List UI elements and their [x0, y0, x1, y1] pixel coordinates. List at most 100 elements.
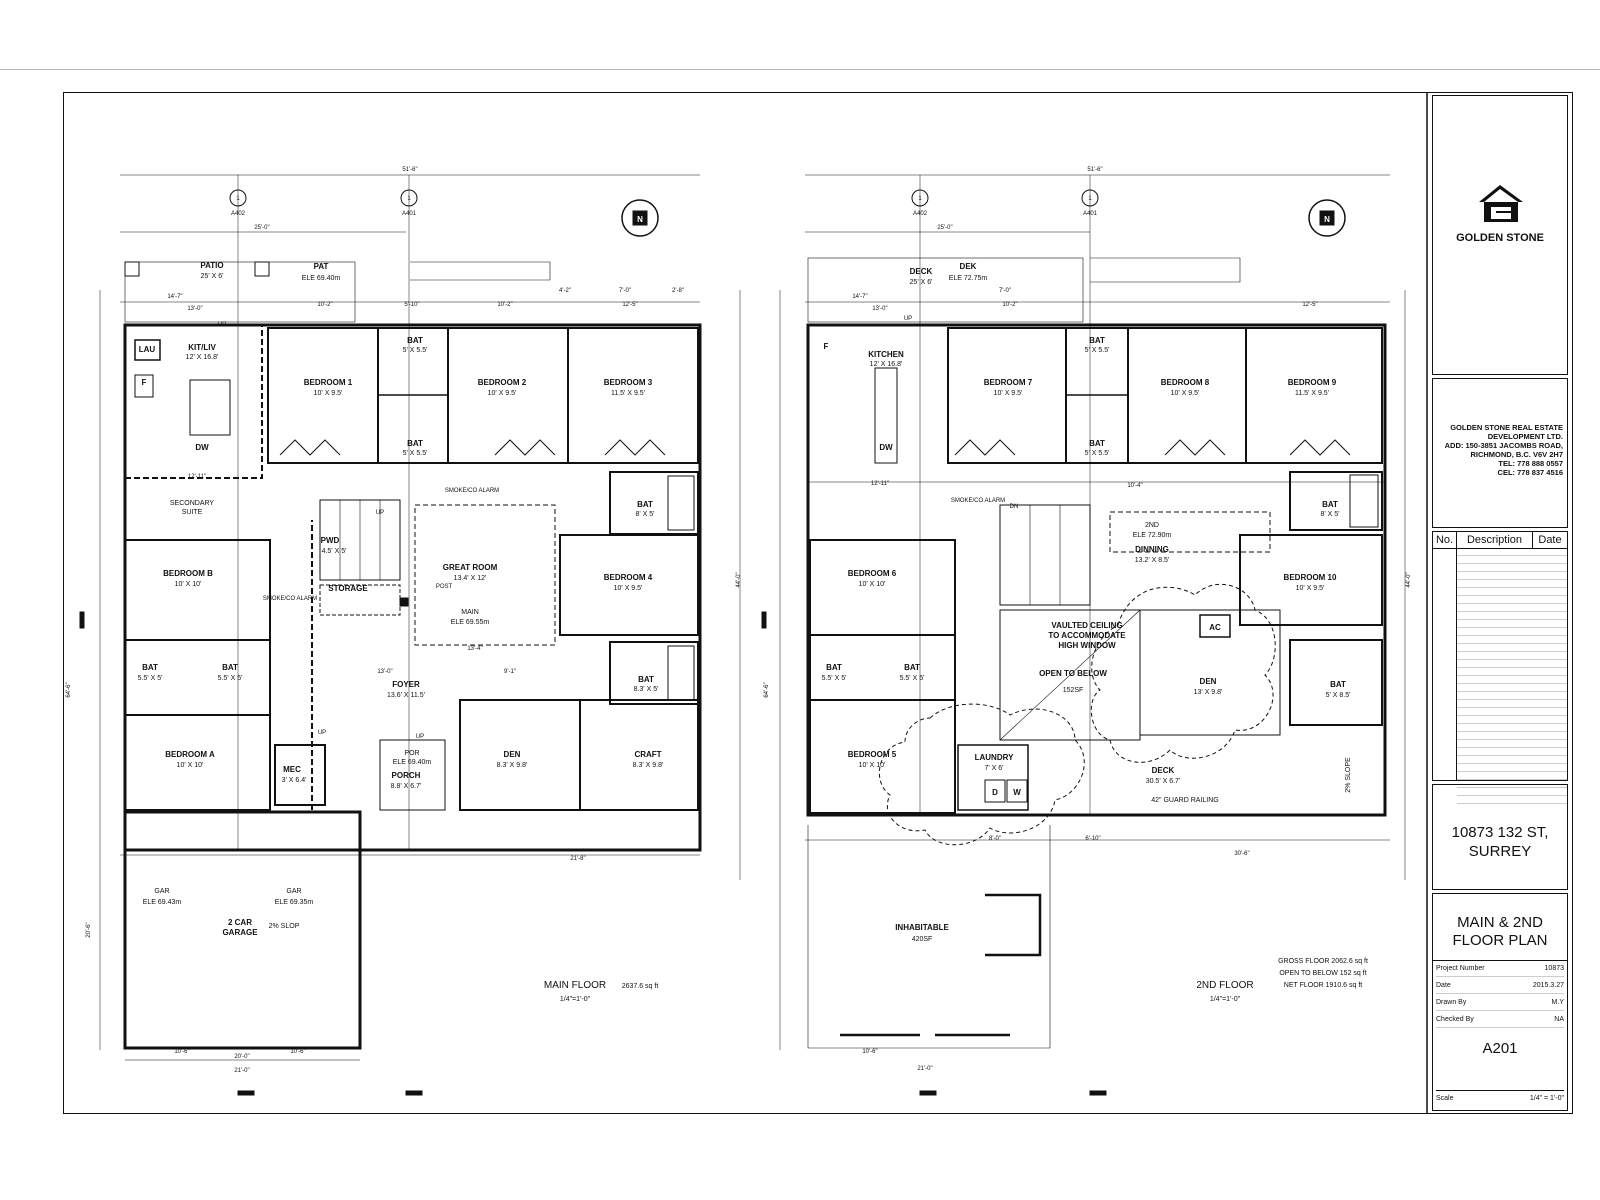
dim-label: 6'-10" — [1085, 836, 1100, 842]
room-dims: ELE 72.75m — [949, 275, 988, 282]
room-name: 2ND — [1145, 522, 1159, 529]
room-name: BEDROOM 5 — [848, 750, 897, 759]
room-dims: 7' X 6' — [984, 765, 1003, 772]
room-dims: 13.4' X 12' — [454, 575, 487, 582]
room-name: DEN — [504, 750, 521, 759]
room-name: 2% SLOP — [269, 923, 300, 930]
project-address: 10873 132 ST, SURREY — [1433, 823, 1567, 861]
dim-label: 7'-0" — [999, 288, 1011, 294]
room-name: LAUNDRY — [975, 753, 1014, 762]
room-dims: 5' X 5.5' — [403, 450, 428, 457]
room-name: BAT — [142, 663, 158, 672]
room-dims: 10' X 10' — [177, 762, 204, 769]
room-dims: 13' X 9.8' — [1194, 689, 1223, 696]
note-up: UP — [416, 734, 424, 740]
room-dims: GARAGE — [222, 928, 258, 937]
room-dims: 13.2' X 8.5' — [1135, 557, 1170, 564]
dim-label: 9'-1" — [504, 669, 516, 675]
note-dn: DN — [1010, 504, 1019, 510]
room-dims: 4.5' X 5' — [322, 548, 347, 555]
room-name: INHABITABLE — [895, 923, 949, 932]
room-name: SECONDARY — [170, 500, 215, 507]
project-address-panel: 10873 132 ST, SURREY — [1432, 784, 1568, 890]
room-dims: 30.5' X 6.7' — [1146, 778, 1181, 785]
dim-label: 30'-6" — [1234, 851, 1249, 857]
meta-drawn-by: Drawn By M.Y — [1436, 995, 1564, 1011]
sheet-title-line: FLOOR PLAN — [1452, 932, 1548, 949]
dim-label: 8'-0" — [989, 836, 1001, 842]
revision-col-date: Date — [1532, 532, 1567, 548]
room-dims: 5' X 5.5' — [1085, 347, 1110, 354]
room-name: BAT — [407, 439, 423, 448]
meta-scale: Scale 1/4" = 1'-0" — [1436, 1090, 1564, 1106]
room-dims: SUITE — [182, 509, 203, 516]
dim-label: 12'-5" — [1302, 302, 1317, 308]
main-floor-scale: 1/4"=1'-0" — [560, 996, 591, 1003]
room-name: PWD — [321, 536, 340, 545]
room-name: BEDROOM 3 — [604, 378, 653, 387]
room-name: GREAT ROOM — [443, 563, 498, 572]
dim-label: 12'-11" — [871, 481, 889, 487]
dim-label: 2'-8" — [672, 288, 684, 294]
room-name: DW — [879, 443, 893, 452]
note-up: UP — [376, 510, 384, 516]
dim-label: 12'-11" — [188, 474, 206, 480]
second-floor-labels: 51'-6" 25'-0" 14'-7" 13'-0" 7'-0" 10'-2"… — [764, 167, 1412, 1072]
room-name: BAT — [826, 663, 842, 672]
room-dims: 11.5' X 9.5' — [611, 390, 645, 397]
room-dims: 10' X 9.5' — [994, 390, 1023, 397]
room-name: BAT — [222, 663, 238, 672]
room-name: BAT — [1089, 336, 1105, 345]
room-dims: 10' X 9.5' — [488, 390, 517, 397]
company-line: CEL: 778 837 4516 — [1497, 468, 1563, 477]
note-guard-railing: 42" GUARD RAILING — [1151, 797, 1218, 804]
dim-label: 44'-0" — [736, 572, 742, 587]
room-dims: 3' X 6.4' — [282, 777, 307, 784]
room-name: BEDROOM 1 — [304, 378, 353, 387]
room-name: DINNING — [1135, 545, 1169, 554]
section-marker-ref: A402 — [231, 211, 246, 217]
room-name: DEK — [960, 262, 977, 271]
room-name: CRAFT — [634, 750, 661, 759]
room-name: DEN — [1200, 677, 1217, 686]
room-name: BEDROOM 4 — [604, 573, 653, 582]
second-floor-scale: 1/4"=1'-0" — [1210, 996, 1241, 1003]
room-name: 2 CAR — [228, 918, 252, 927]
company-panel: GOLDEN STONE REAL ESTATE DEVELOPMENT LTD… — [1432, 378, 1568, 528]
dim-label: 13'-4" — [467, 646, 482, 652]
room-dims: 8.3' X 5' — [634, 686, 659, 693]
dim-label: 7'-0" — [619, 288, 631, 294]
room-name: DECK — [1152, 766, 1175, 775]
dim-label: 25'-0" — [937, 225, 952, 231]
dim-label: 13'-0" — [187, 306, 202, 312]
room-dims: 8.3' X 9.8' — [633, 762, 664, 769]
room-dims: 8.3' X 9.8' — [497, 762, 528, 769]
room-dims: ELE 69.40m — [393, 759, 432, 766]
room-dims: 10' X 9.5' — [1296, 585, 1325, 592]
company-info: GOLDEN STONE REAL ESTATE DEVELOPMENT LTD… — [1437, 423, 1563, 477]
room-dims: 5.5' X 5' — [900, 675, 925, 682]
note-smoke-alarm: SMOKE/CO ALARM — [951, 498, 1005, 504]
room-name: BEDROOM 8 — [1161, 378, 1210, 387]
room-dims: 10' X 10' — [175, 581, 202, 588]
room-name: BEDROOM 2 — [478, 378, 527, 387]
dim-label: 10'-2" — [497, 302, 512, 308]
drawing-frame — [63, 92, 1573, 1114]
sheet-info-panel: MAIN & 2ND FLOOR PLAN Project Number 108… — [1432, 893, 1568, 1111]
room-name: KIT/LIV — [188, 343, 216, 352]
dim-label: 21'-0" — [917, 1066, 932, 1072]
revision-col-description: Description — [1466, 534, 1523, 546]
room-dims: ELE 72.90m — [1133, 532, 1172, 539]
meta-project-number: Project Number 10873 — [1436, 961, 1564, 977]
room-dims: 11.5' X 9.5' — [1295, 390, 1329, 397]
title-block: GOLDEN STONE GOLDEN STONE REAL ESTATE DE… — [1427, 92, 1573, 1114]
dim-label: 20'-0" — [234, 1054, 249, 1060]
dim-label: 13'-0" — [377, 669, 392, 675]
section-marker-number: 1 — [236, 196, 240, 202]
room-dims: 8.8' X 6.7' — [391, 783, 422, 790]
note-vaulted-ceiling: TO ACCOMMODATE — [1048, 631, 1126, 640]
second-floor-title: 2ND FLOOR — [1196, 980, 1253, 991]
dim-label: 21'-8" — [570, 856, 585, 862]
room-name: POR — [404, 750, 419, 757]
room-name: MEC — [283, 765, 301, 774]
